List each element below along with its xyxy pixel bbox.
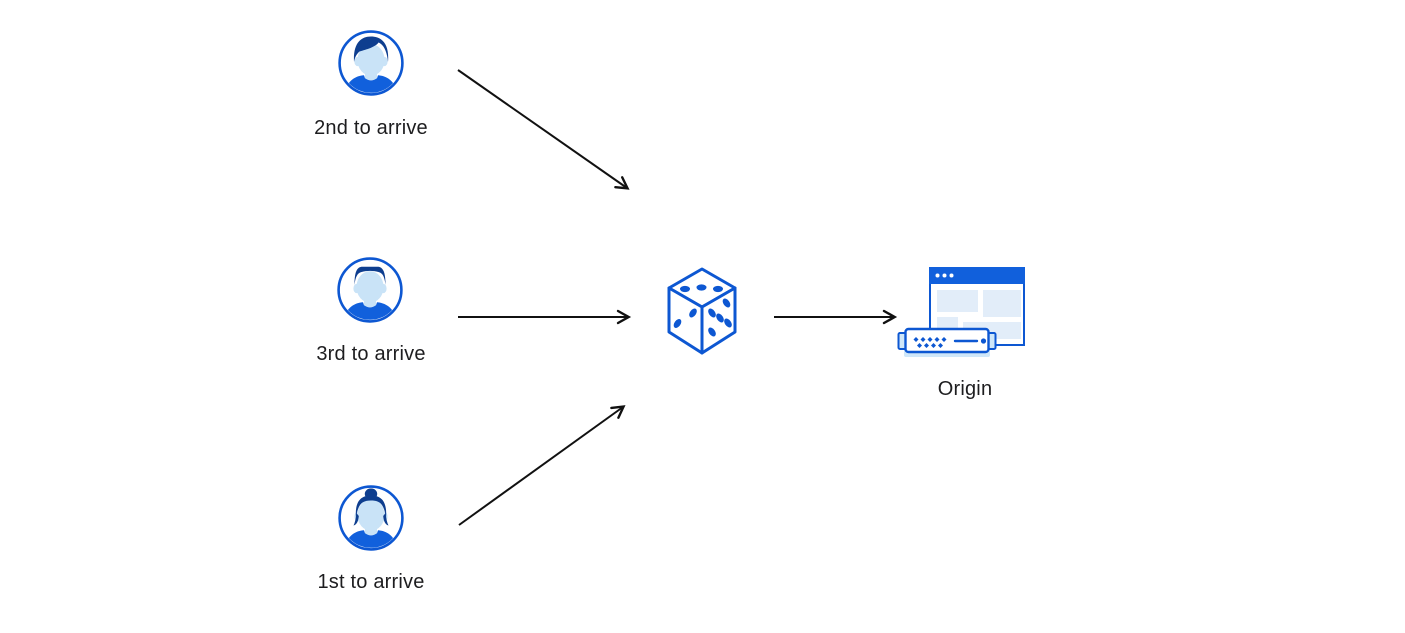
node-label: 2nd to arrive (314, 117, 428, 139)
node-label: 1st to arrive (317, 571, 425, 593)
node-user-first: 1st to arrive (317, 485, 424, 593)
node-label: Origin (937, 378, 993, 400)
node-user-second: 2nd to arrive (314, 30, 428, 139)
node-label: 3rd to arrive (316, 343, 426, 365)
avatar-male-swoop-icon (338, 30, 404, 96)
arrow-user-second-to-dice (457, 69, 630, 190)
node-dice (666, 266, 738, 363)
node-user-third: 3rd to arrive (316, 257, 425, 365)
node-origin: Origin (896, 264, 1028, 400)
arrow-user-first-to-dice (458, 405, 626, 526)
avatar-male-flattop-icon (337, 257, 403, 323)
origin-server-browser-icon (897, 267, 1025, 357)
avatar-female-bun-icon (338, 485, 404, 551)
server-vent-pattern (913, 337, 947, 348)
server-icon (897, 327, 997, 357)
dice-icon (667, 267, 737, 355)
